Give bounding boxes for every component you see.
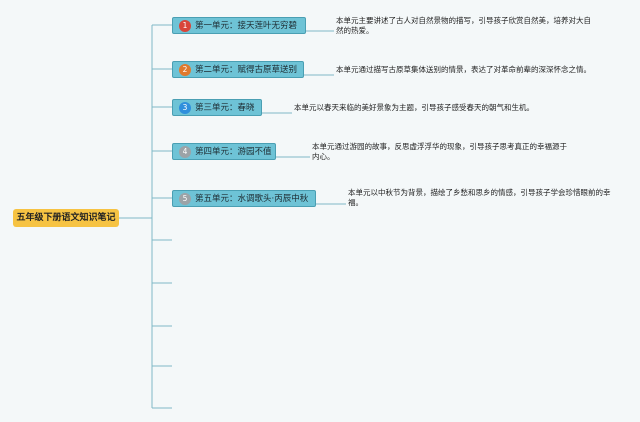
unit-3-title: 第三单元：春晓 <box>195 103 255 113</box>
unit-2-description: 本单元通过描写古原草集体送别的情景，表达了对革命前辈的深深怀念之情。 <box>336 65 591 74</box>
unit-4-node[interactable]: 4 第四单元：游园不值 <box>172 143 276 160</box>
unit-4-title: 第四单元：游园不值 <box>195 147 272 157</box>
unit-3-description: 本单元以春天来临的美好景象为主题，引导孩子感受春天的朝气和生机。 <box>294 103 534 112</box>
unit-5-title: 第五单元：水调歌头·丙辰中秋 <box>195 194 309 204</box>
unit-2-title: 第二单元：赋得古原草送别 <box>195 65 298 75</box>
number-4-icon: 4 <box>179 146 191 158</box>
number-2-icon: 2 <box>179 64 191 76</box>
unit-1-node[interactable]: 1 第一单元：接天莲叶无穷碧 <box>172 17 306 34</box>
root-topic[interactable]: 五年级下册语文知识笔记 <box>13 209 119 227</box>
unit-1-description: 本单元主要讲述了古人对自然景物的描写，引导孩子欣赏自然美，培养对大自然的热爱。 <box>336 16 591 35</box>
unit-5-description: 本单元以中秋节为背景，描绘了乡愁和思乡的情感，引导孩子学会珍惜眼前的幸福。 <box>348 188 611 207</box>
unit-4-description: 本单元通过游园的故事，反思虚浮浮华的现象，引导孩子思考真正的幸福源于内心。 <box>312 142 567 161</box>
number-1-icon: 1 <box>179 20 191 32</box>
number-5-icon: 5 <box>179 193 191 205</box>
number-3-icon: 3 <box>179 102 191 114</box>
unit-1-title: 第一单元：接天莲叶无穷碧 <box>195 21 298 31</box>
unit-5-node[interactable]: 5 第五单元：水调歌头·丙辰中秋 <box>172 190 316 207</box>
unit-3-node[interactable]: 3 第三单元：春晓 <box>172 99 262 116</box>
unit-2-node[interactable]: 2 第二单元：赋得古原草送别 <box>172 61 304 78</box>
